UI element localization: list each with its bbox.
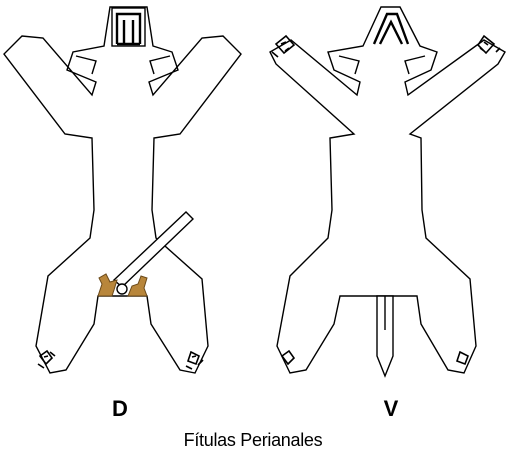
figure-caption: Fítulas Perianales xyxy=(183,430,323,450)
dorsal-label: D xyxy=(112,396,128,421)
dorsal-head-marking xyxy=(115,12,142,46)
ventral-left-hind-paw xyxy=(280,349,296,366)
dorsal-body-outline xyxy=(3,6,242,374)
ventral-right-ear-inner xyxy=(404,55,426,75)
dorsal-left-ear-inner xyxy=(75,55,97,75)
ventral-label: V xyxy=(383,396,399,421)
dorsal-anus-ring xyxy=(116,283,128,295)
ventral-left-front-paw xyxy=(271,34,296,58)
dorsal-left-hind-paw xyxy=(37,349,56,369)
ventral-silhouette xyxy=(269,6,506,378)
ventral-right-front-paw xyxy=(476,34,501,55)
ventral-body-outline xyxy=(269,6,506,374)
dorsal-lesion-left xyxy=(97,273,118,297)
dorsal-right-ear-inner xyxy=(149,55,171,75)
ventral-left-ear-inner xyxy=(338,55,360,75)
dorsal-right-hind-paw xyxy=(185,350,204,370)
dorsal-lesion-right xyxy=(127,275,148,297)
ventral-head-marking xyxy=(372,12,410,45)
dorsal-silhouette xyxy=(3,6,242,374)
ventral-tail xyxy=(376,295,394,378)
ventral-right-hind-paw xyxy=(455,350,470,366)
